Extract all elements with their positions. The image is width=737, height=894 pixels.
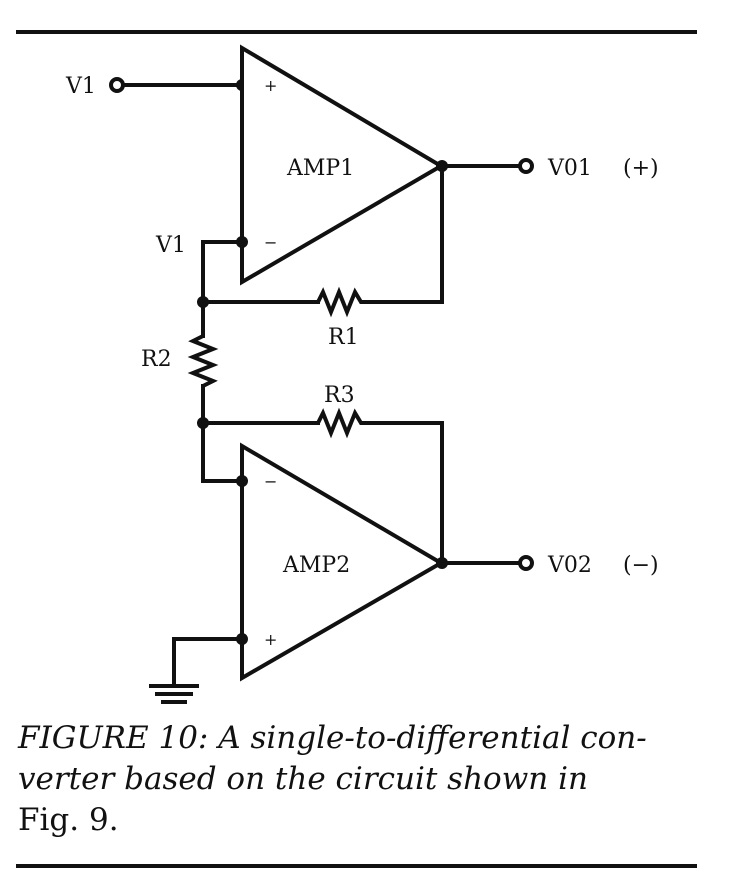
amp2: − + AMP2 bbox=[240, 442, 445, 682]
r1-zigzag bbox=[316, 286, 366, 318]
amp2-minus-junction bbox=[236, 475, 248, 487]
amp1-plus-symbol: + bbox=[264, 76, 277, 95]
amp1-triangle bbox=[240, 44, 445, 286]
output-terminal-v01: V01 (+) bbox=[518, 156, 659, 181]
input-terminal-v1: V1 bbox=[65, 74, 125, 99]
amp2-label: AMP2 bbox=[282, 553, 350, 578]
amp2-plus-symbol: + bbox=[264, 630, 277, 649]
r2-zigzag bbox=[187, 334, 219, 388]
ground-wire bbox=[172, 637, 244, 686]
amp1-minus-symbol: − bbox=[264, 233, 277, 252]
resistor-r2: R2 bbox=[141, 334, 219, 388]
resistor-r3: R3 bbox=[316, 383, 366, 439]
caption-reference: Fig. 9. bbox=[18, 802, 119, 838]
amp2-triangle bbox=[240, 442, 445, 682]
output-sign-v02: (−) bbox=[623, 553, 659, 578]
circuit-schematic: V1 + − AMP1 V01 (+) R1 V1 bbox=[65, 44, 659, 704]
amp2-feedback-wire bbox=[364, 421, 444, 565]
amp1-minus-wire bbox=[201, 240, 244, 304]
caption-body: A single-to-differential con-verter base… bbox=[18, 720, 647, 797]
amp1-feedback-wire bbox=[364, 164, 444, 304]
input-label-v1: V1 bbox=[65, 74, 96, 99]
ground-icon bbox=[149, 684, 199, 704]
output-label-v01: V01 bbox=[547, 156, 592, 181]
r3-label: R3 bbox=[324, 383, 355, 408]
figure-caption: FIGURE 10: A single-to-differential con-… bbox=[18, 718, 708, 841]
output-terminal-v02: V02 (−) bbox=[518, 553, 659, 578]
r3-zigzag bbox=[316, 407, 366, 439]
output-label-v02: V02 bbox=[547, 553, 592, 578]
top-rule bbox=[16, 30, 697, 34]
r2-label: R2 bbox=[141, 347, 172, 372]
node-label-v1: V1 bbox=[155, 233, 186, 258]
amp1-label: AMP1 bbox=[286, 156, 354, 181]
r1-label: R1 bbox=[328, 325, 359, 350]
output-v02-circle bbox=[518, 555, 534, 571]
caption-title: FIGURE 10: bbox=[18, 720, 209, 756]
amp2-minus-wire bbox=[201, 421, 244, 483]
amp2-minus-symbol: − bbox=[264, 472, 277, 491]
output-sign-v01: (+) bbox=[623, 156, 659, 181]
output-v01-circle bbox=[518, 158, 534, 174]
amp1: + − AMP1 bbox=[240, 44, 445, 286]
bottom-rule bbox=[16, 864, 697, 868]
resistor-r1: R1 bbox=[316, 286, 366, 350]
